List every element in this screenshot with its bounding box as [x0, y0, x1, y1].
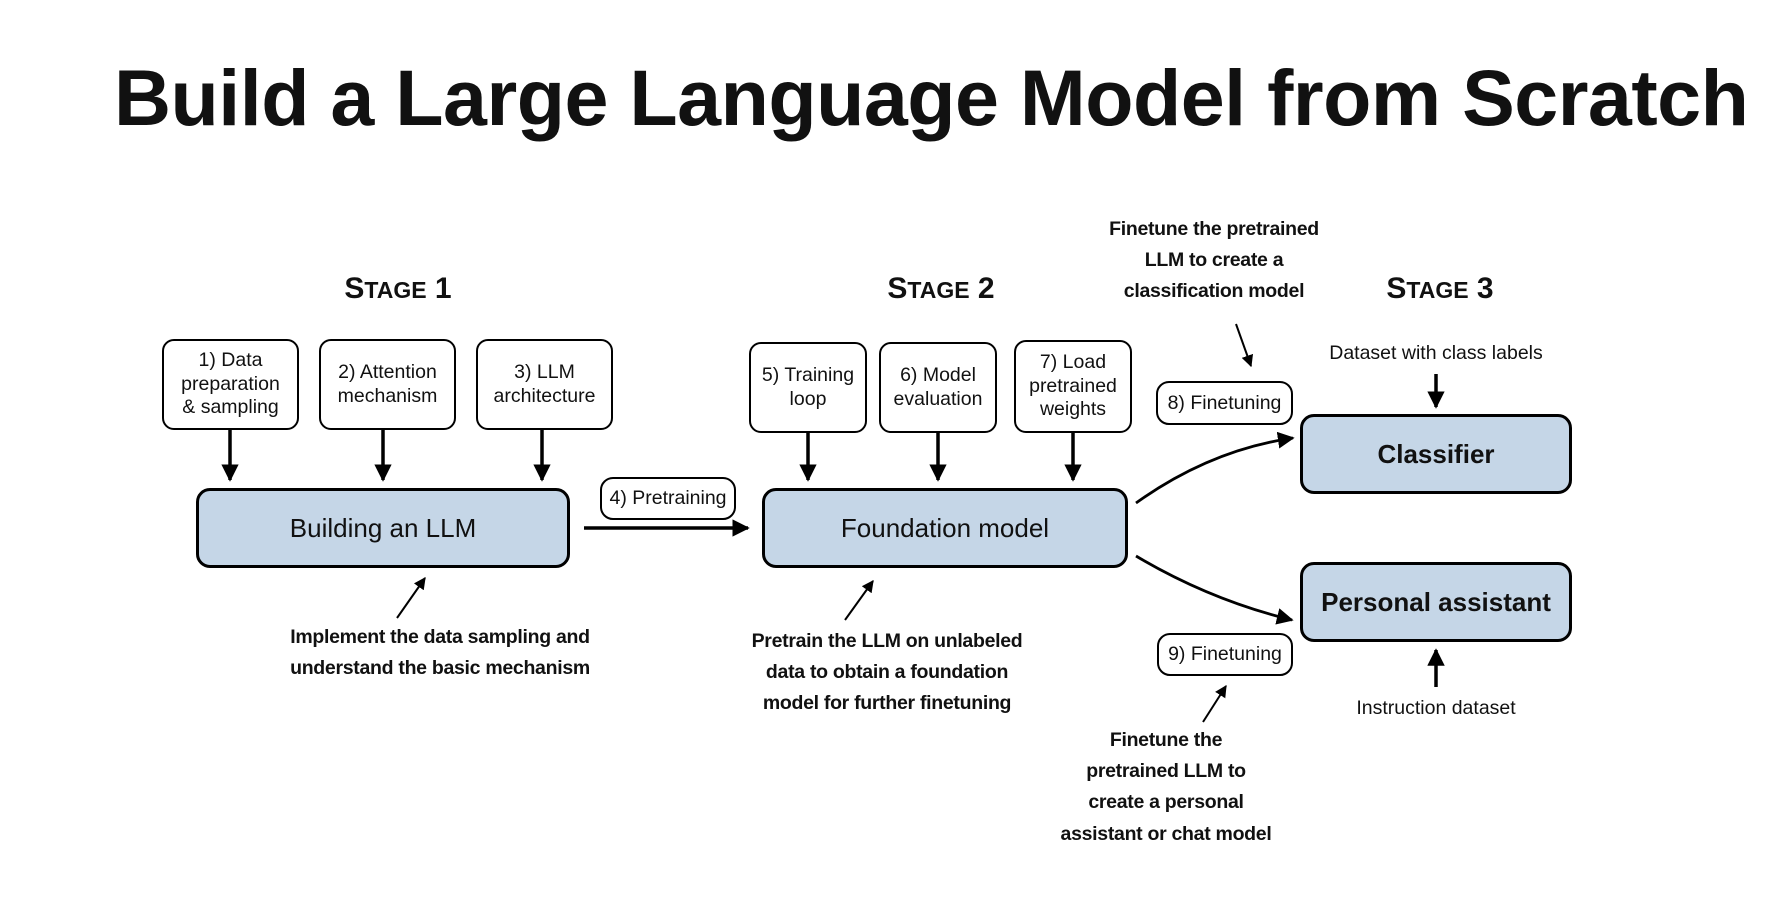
classification-finetune-note: Finetune the pretrained LLM to create a …	[1109, 218, 1319, 303]
arrow-foundation-to-classifier	[1135, 431, 1295, 505]
pointer-stage1-note	[396, 577, 426, 619]
stage-1-heading: STAGE 1	[344, 272, 452, 305]
arrow-foundation-to-assistant	[1135, 554, 1294, 625]
classifier-box: Classifier	[1300, 414, 1572, 494]
stage-2-note: Pretrain the LLM on unlabeled data to ob…	[751, 630, 1023, 715]
step-4-pretraining-label: 4) Pretraining	[600, 477, 736, 520]
step-5-training-loop: 5) Training loop	[749, 342, 867, 433]
step-2-attention-mechanism: 2) Attention mechanism	[319, 339, 456, 430]
foundation-model-box: Foundation model	[762, 488, 1128, 568]
building-an-llm-box: Building an LLM	[196, 488, 570, 568]
stage-3-heading: STAGE 3	[1386, 272, 1494, 305]
step-7-load-pretrained-weights: 7) Load pretrained weights	[1014, 340, 1132, 433]
pointer-stage2-note	[844, 580, 874, 621]
instruction-dataset-label: Instruction dataset	[1356, 697, 1516, 719]
step-8-finetuning-label: 8) Finetuning	[1156, 381, 1293, 425]
pointer-assistant-note	[1202, 684, 1227, 723]
step-1-data-preparation: 1) Data preparation & sampling	[162, 339, 299, 430]
stage-1-note: Implement the data sampling and understa…	[290, 626, 590, 680]
pointer-classification-note	[1235, 323, 1254, 368]
page-title: Build a Large Language Model from Scratc…	[114, 53, 1749, 142]
dataset-class-labels: Dataset with class labels	[1329, 342, 1543, 364]
step-3-llm-architecture: 3) LLM architecture	[476, 339, 613, 430]
step-9-finetuning-label: 9) Finetuning	[1157, 633, 1293, 676]
personal-assistant-box: Personal assistant	[1300, 562, 1572, 642]
step-6-model-evaluation: 6) Model evaluation	[879, 342, 997, 433]
stage-2-heading: STAGE 2	[887, 272, 995, 305]
assistant-finetune-note: Finetune the pretrained LLM to create a …	[1060, 729, 1272, 845]
